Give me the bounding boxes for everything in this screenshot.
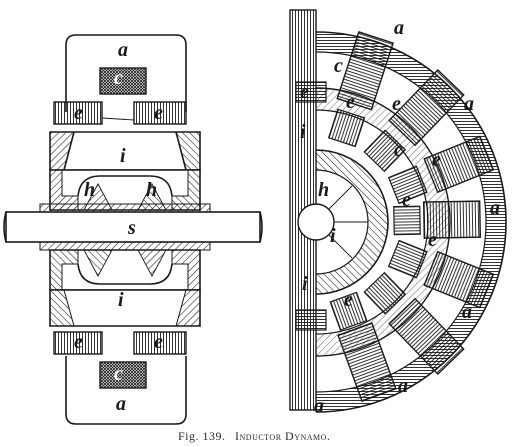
label-coil-9: e [344,289,353,311]
label-pole-right: a [490,197,500,219]
bottom-magnet-frame [65,356,187,425]
right-view-labels: a a a a a a h i i i c e e e c e e e e [300,17,500,417]
hub-bore [297,203,335,241]
label-magnet-bottom: a [116,393,126,415]
radial-poles [327,31,495,402]
caption-prefix: Fig. 139. [178,429,226,443]
label-coil-left-top: e [74,102,83,124]
shaft [5,211,261,243]
label-coil-6: e [432,149,441,171]
label-inductor-2: i [330,225,336,247]
label-coil-left-bottom: e [74,331,83,353]
label-coil-right-bottom: e [154,331,163,353]
label-coil-7: e [402,189,411,211]
label-inductor-top: i [120,145,126,167]
label-pole-upper-right: a [464,93,474,115]
side-section-view [3,34,263,425]
label-hub: h [318,179,329,201]
bottom-right-coil [133,331,187,355]
bottom-left-coil [53,331,103,355]
label-magnet-top: a [118,39,128,61]
left-view-labels: a c e e i h h s i e e c a [74,39,163,415]
label-coil-2: e [300,81,309,103]
top-right-coil [133,101,187,125]
label-inductor-3: i [302,273,308,295]
label-inductor-1: i [300,121,306,143]
label-hub-right: h [146,179,157,201]
label-coil-right-top: e [154,102,163,124]
label-coil-center-top: c [114,67,123,89]
label-pole-bottom: a [398,375,408,397]
figure-caption: Fig. 139. Inductor Dynamo. [178,429,330,443]
label-coil-4: e [392,93,401,115]
label-hub-left: h [84,179,95,201]
top-center-coil [99,67,147,95]
label-coil-center-bottom: c [114,363,123,385]
label-coil-8: e [428,229,437,251]
label-pole-lower-right: a [462,301,472,323]
caption-title: Inductor Dynamo. [235,429,330,443]
top-left-coil [53,101,103,125]
bottom-center-coil [99,361,147,389]
label-coil-1: c [334,55,343,77]
label-pole-bottom-left: a [314,395,324,417]
label-inductor-bottom: i [118,289,124,311]
label-coil-5: c [394,139,403,161]
top-magnet-frame [65,34,187,112]
label-pole-top: a [394,17,404,39]
label-coil-3: e [346,91,355,113]
end-view [289,9,507,413]
label-shaft: s [127,217,136,239]
